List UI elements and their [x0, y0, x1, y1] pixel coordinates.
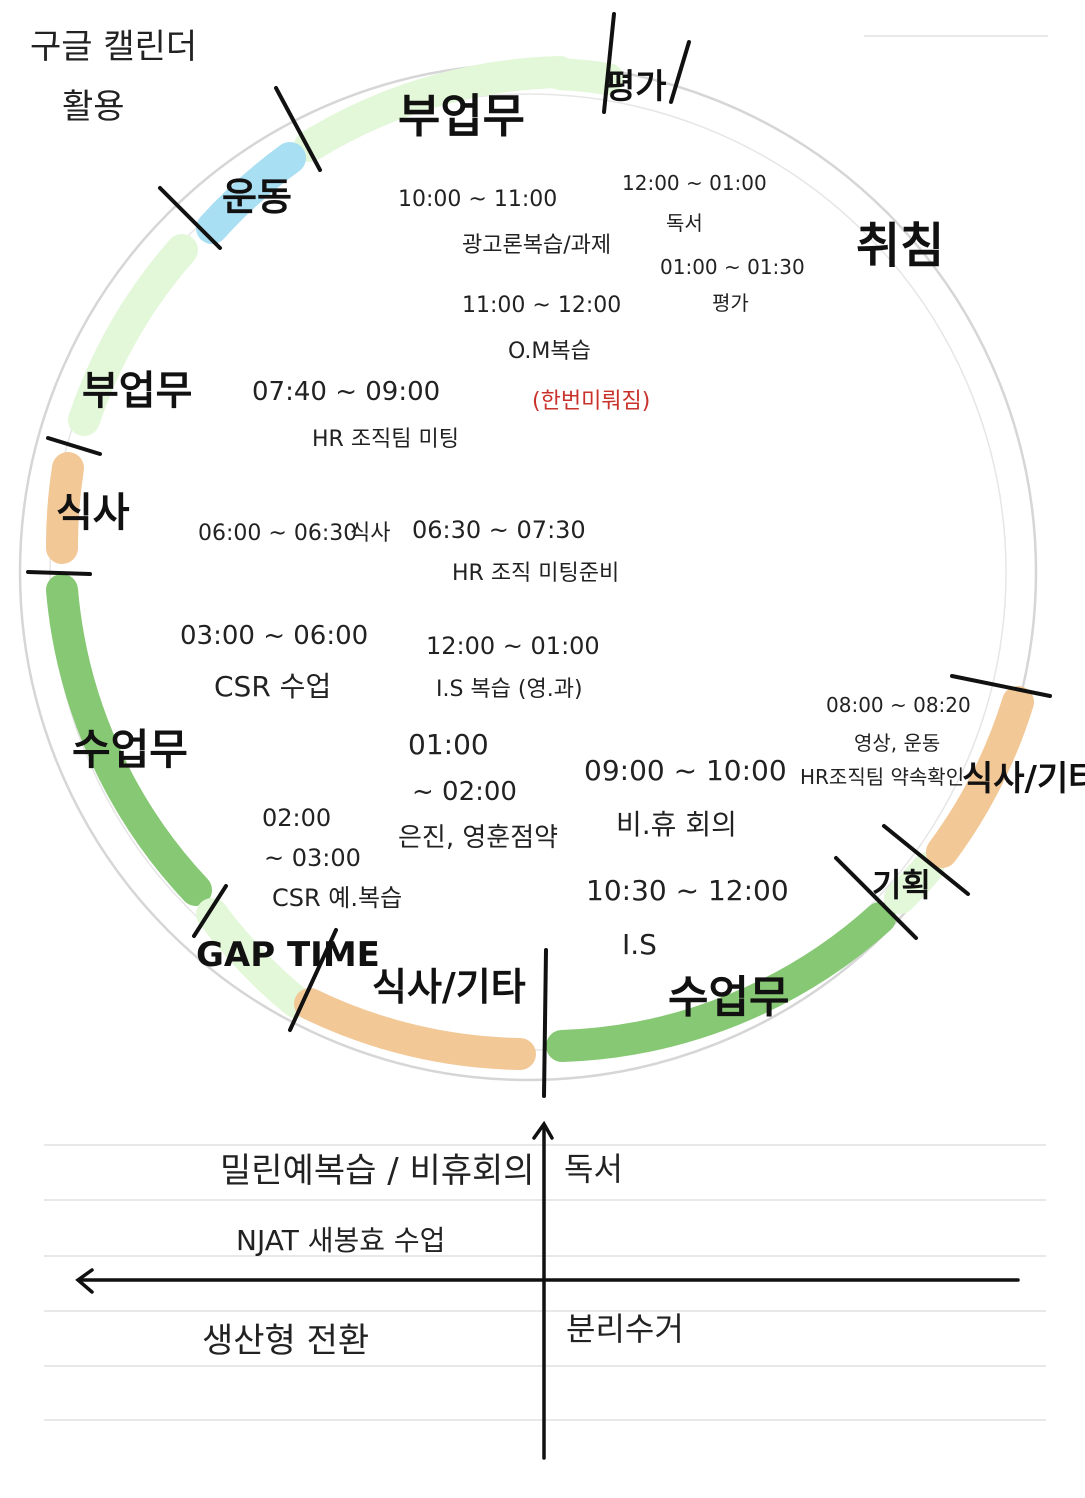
arc-main-work-2 — [546, 902, 896, 1062]
label-meal: 식사 — [56, 490, 130, 536]
label-main-work: 수업무 — [72, 725, 188, 774]
entry-task: HR 조직팀 미팅 — [312, 427, 459, 452]
entry-task: 광고론복습/과제 — [462, 233, 611, 258]
arc-side-work — [294, 56, 576, 162]
entry-task: I.S 복습 (영.과) — [436, 677, 583, 702]
label-side-work-2: 부업무 — [82, 368, 192, 414]
entry-time: ~ 03:00 — [264, 844, 361, 872]
arc-main-work — [46, 574, 212, 906]
entry-time: 02:00 — [262, 804, 331, 832]
entry-task: HR조직팀 약속확인 — [800, 765, 964, 789]
entry-time: 07:40 ~ 09:00 — [252, 377, 440, 407]
entry-time: 01:00 — [408, 728, 489, 761]
label-exercise: 운동 — [222, 175, 292, 219]
quadrant-top-left-1: 밀린예복습 / 비휴회의 — [220, 1151, 535, 1191]
label-evaluation: 평가 — [604, 67, 667, 107]
arc-exercise — [196, 142, 306, 244]
quadrant-bottom-left: 생산형 전환 — [202, 1321, 369, 1361]
entry-note: (한번미뤄짐) — [532, 389, 650, 414]
arc-side-work-2 — [68, 234, 198, 436]
entry-task: 은진, 영훈점약 — [398, 823, 558, 853]
entry-task: 평가 — [712, 291, 749, 315]
title-line2: 활용 — [62, 87, 125, 127]
entry-time: 10:30 ~ 12:00 — [586, 874, 789, 907]
label-meal-etc-2: 식사/기타 — [962, 759, 1085, 799]
label-main-work-2: 수업무 — [668, 972, 789, 1023]
arc-meal-etc — [294, 988, 536, 1070]
entry-time: 12:00 ~ 01:00 — [426, 632, 600, 660]
quadrant-notes: 밀린예복습 / 비휴회의 NJAT 새봉효 수업 독서 생산형 전환 분리수거 — [202, 1150, 684, 1361]
quadrant-axes — [75, 1120, 1020, 1460]
segment-labels: 평가 부업무 운동 부업무 식사 수업무 GAP TIME 식사/기타 수업무 … — [56, 67, 1085, 1023]
entry-task: 비.휴 회의 — [616, 808, 737, 841]
arc-meal — [45, 452, 84, 564]
label-sleep: 취침 — [856, 218, 944, 274]
title-line1: 구글 캘린더 — [30, 27, 197, 67]
quadrant-top-left-2: NJAT 새봉효 수업 — [236, 1224, 445, 1257]
label-meal-etc: 식사/기타 — [372, 965, 526, 1009]
entry-time: 10:00 ~ 11:00 — [398, 187, 557, 212]
entry-task: 식사 — [350, 521, 390, 546]
entry-time: 11:00 ~ 12:00 — [462, 293, 621, 318]
entry-task: CSR 예.복습 — [272, 884, 402, 912]
label-planning: 기획 — [872, 866, 931, 904]
entry-time: 08:00 ~ 08:20 — [826, 693, 971, 717]
entry-time: 06:00 ~ 06:30 — [198, 521, 357, 546]
entry-task: 독서 — [666, 211, 703, 235]
entry-task: HR 조직 미팅준비 — [452, 561, 619, 586]
arc-meal-etc-2 — [926, 686, 1034, 868]
entry-time: 01:00 ~ 01:30 — [660, 255, 805, 279]
segment-dividers — [26, 12, 1052, 1098]
entry-time: 03:00 ~ 06:00 — [180, 621, 368, 651]
arc-planning — [884, 852, 944, 914]
entry-time: ~ 02:00 — [412, 777, 517, 807]
entry-task: CSR 수업 — [214, 670, 331, 703]
entry-time: 12:00 ~ 01:00 — [622, 171, 767, 195]
label-gap-time: GAP TIME — [196, 935, 380, 975]
entry-time: 06:30 ~ 07:30 — [412, 516, 586, 544]
quadrant-bottom-right: 분리수거 — [566, 1310, 684, 1348]
entry-task: 영상, 운동 — [854, 731, 940, 755]
entry-task: O.M복습 — [508, 339, 591, 364]
label-side-work: 부업무 — [398, 89, 525, 143]
horizontal-arrow — [75, 1268, 94, 1294]
vertical-arrow — [532, 1120, 554, 1140]
arc-gap-time — [196, 898, 312, 1018]
entry-time: 09:00 ~ 10:00 — [584, 754, 787, 787]
entry-task: I.S — [622, 928, 657, 961]
schedule-entries: 10:00 ~ 11:00 광고론복습/과제 12:00 ~ 01:00 독서 … — [180, 171, 971, 961]
activity-arcs — [45, 56, 1034, 1070]
quadrant-top-right: 독서 — [564, 1150, 623, 1188]
